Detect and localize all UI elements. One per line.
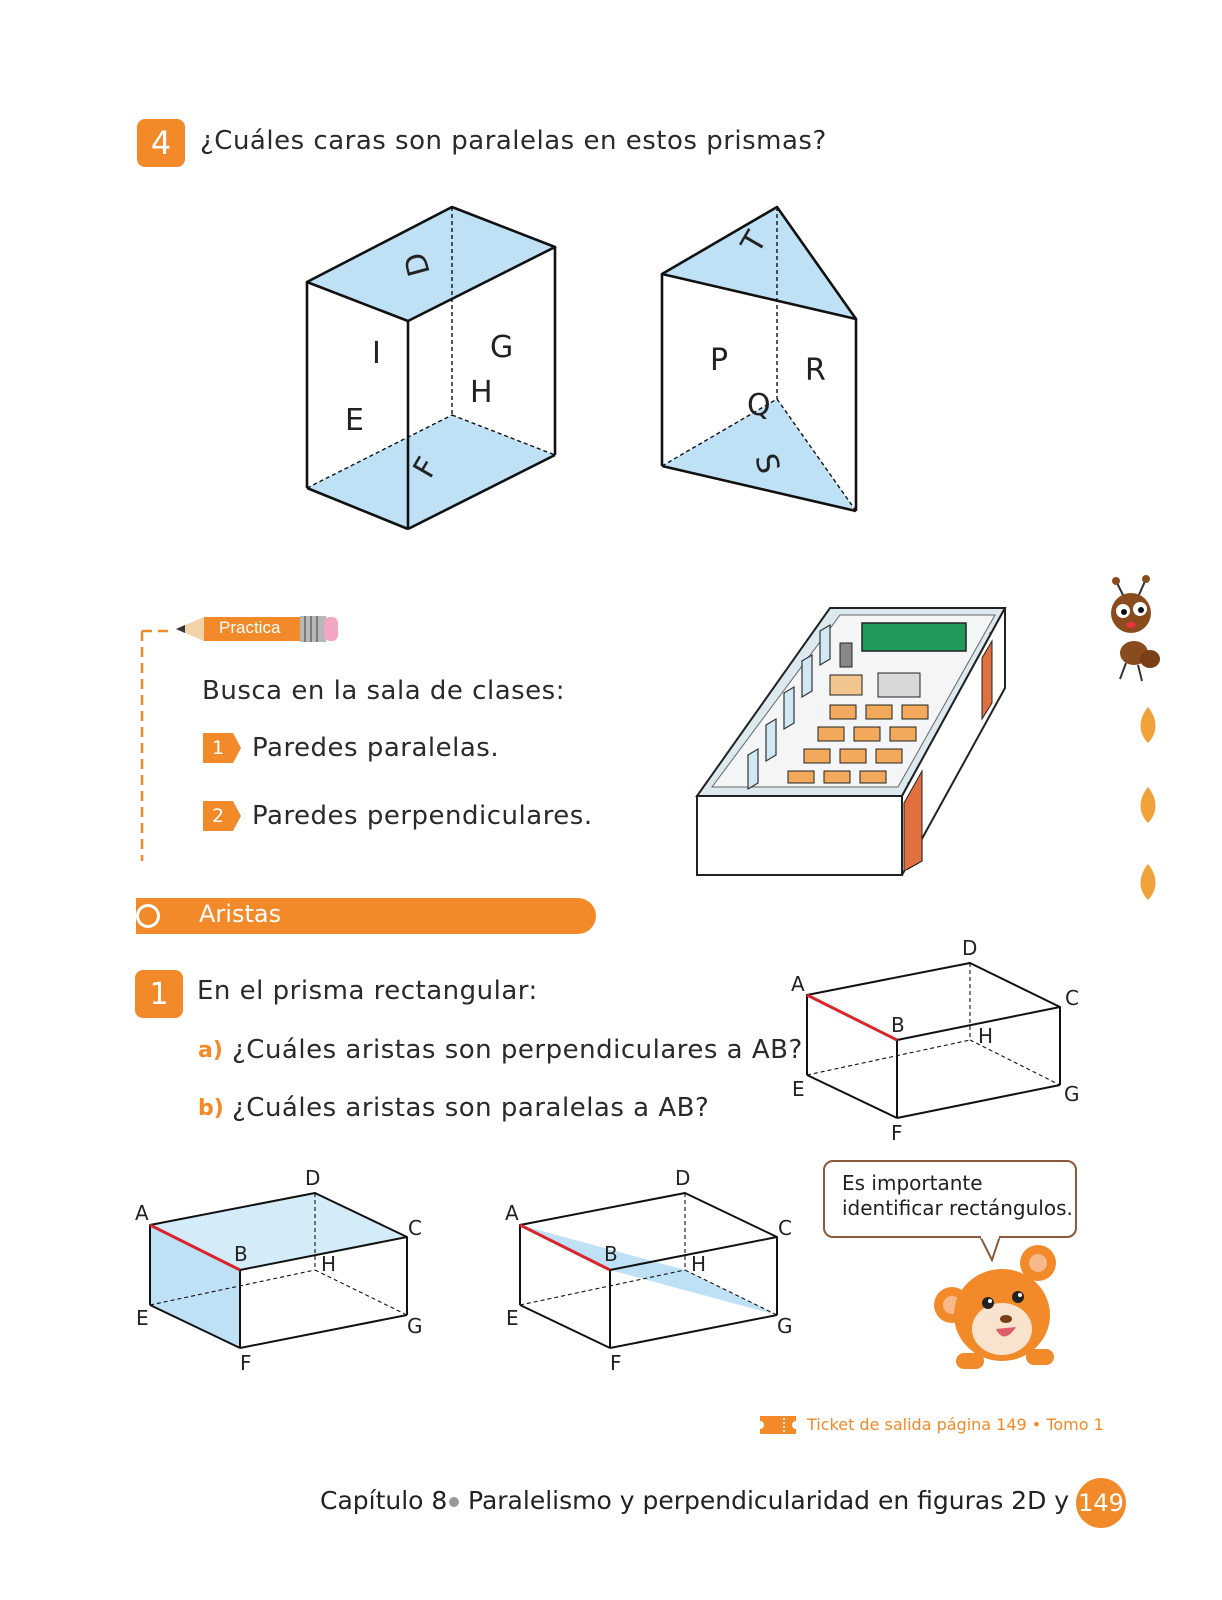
aristas-banner-circle-inner: [139, 907, 157, 925]
leaf-icon: [1140, 864, 1156, 900]
vertex-f: F: [610, 1351, 622, 1375]
practica-item-2-badge: 2: [203, 801, 241, 831]
leaf-icon: [1140, 787, 1156, 823]
edge-ab-highlight: [806, 993, 898, 1042]
vertex-d: D: [962, 936, 977, 960]
speech-bubble-tail: [980, 1236, 1002, 1262]
edge-ab-highlight: [149, 1223, 241, 1272]
vertex-c: C: [778, 1216, 792, 1240]
vertex-b: B: [234, 1242, 248, 1266]
vertex-d: D: [675, 1166, 690, 1190]
face-label-i: I: [372, 336, 381, 371]
blackboard: [861, 622, 967, 652]
practica-label: Practica: [219, 618, 281, 637]
speech-line-1: Es importante: [842, 1171, 983, 1195]
practica-bracket: [140, 629, 174, 861]
question-b-text: ¿Cuáles aristas son paralelas a AB?: [232, 1093, 710, 1123]
vertex-f: F: [240, 1351, 252, 1375]
vertex-a: A: [505, 1201, 519, 1225]
vertex-h: H: [978, 1024, 993, 1048]
face-label-e: E: [345, 403, 364, 438]
vertex-b: B: [891, 1013, 905, 1037]
box-prism-main: A B C D E F G H: [791, 936, 1080, 1145]
practica-intro: Busca en la sala de clases:: [202, 676, 565, 706]
question-a-label: a): [198, 1038, 223, 1063]
aristas-intro: En el prisma rectangular:: [197, 976, 538, 1006]
vertex-g: G: [777, 1314, 793, 1338]
footer-bullet: [449, 1497, 459, 1507]
question-b-label: b): [198, 1096, 224, 1121]
edge-ab-highlight: [519, 1223, 611, 1272]
practica-item-1-number: 1: [211, 737, 225, 759]
aristas-banner: [136, 898, 596, 934]
page-number-badge: 149: [1076, 1478, 1126, 1528]
footer-chapter: Capítulo 8: [320, 1486, 448, 1515]
face-label-q: Q: [747, 388, 771, 423]
face-label-p: P: [710, 343, 728, 378]
ant-mascot-icon: [1111, 575, 1160, 682]
ticket-icon: [760, 1416, 796, 1434]
footer-title: Paralelismo y perpendicularidad en figur…: [468, 1486, 1113, 1515]
vertex-e: E: [792, 1077, 805, 1101]
box-prism-diagonal-shaded: A B C D E F G H: [505, 1166, 793, 1375]
face-label-h: H: [470, 375, 493, 410]
practica-item-2-text: Paredes perpendiculares.: [252, 801, 593, 831]
vertex-c: C: [408, 1216, 422, 1240]
leaf-icon: [1140, 707, 1156, 743]
vertex-h: H: [691, 1252, 706, 1276]
speech-line-2: identificar rectángulos.: [842, 1196, 1073, 1220]
practica-item-2-number: 2: [211, 805, 225, 827]
vertex-f: F: [891, 1121, 903, 1145]
aristas-title: Aristas: [199, 900, 282, 928]
vertex-a: A: [135, 1201, 149, 1225]
classroom-illustration: [695, 607, 1007, 876]
vertex-h: H: [321, 1252, 336, 1276]
hamster-mascot-icon: [934, 1245, 1056, 1369]
practica-item-1-badge: 1: [203, 733, 241, 763]
practica-item-1-text: Paredes paralelas.: [252, 733, 500, 763]
vertex-a: A: [791, 972, 805, 996]
triangular-prism-figure: T P R Q S: [660, 205, 858, 513]
question-a-text: ¿Cuáles aristas son perpendiculares a AB…: [232, 1035, 803, 1065]
vertex-b: B: [604, 1242, 618, 1266]
question-number: 4: [150, 124, 172, 162]
rectangular-prism-figure: D I G H E F: [305, 205, 557, 531]
vertex-e: E: [506, 1306, 519, 1330]
page-number: 149: [1078, 1489, 1124, 1517]
vertex-g: G: [1064, 1082, 1080, 1106]
aristas-number: 1: [149, 976, 169, 1012]
face-label-g: G: [490, 330, 513, 365]
ticket-text: Ticket de salida página 149 • Tomo 1: [807, 1415, 1104, 1434]
aristas-number-badge: 1: [135, 970, 183, 1018]
pencil-icon: [176, 616, 338, 642]
question-number-badge: 4: [137, 119, 185, 167]
box-prism-face-shaded: A B C D E F G H: [135, 1166, 423, 1375]
speech-bubble: [823, 1160, 1077, 1238]
question-4-text: ¿Cuáles caras son paralelas en estos pri…: [200, 126, 827, 156]
vertex-e: E: [136, 1306, 149, 1330]
vertex-c: C: [1065, 986, 1079, 1010]
face-label-r: R: [805, 353, 826, 388]
vertex-g: G: [407, 1314, 423, 1338]
vertex-d: D: [305, 1166, 320, 1190]
